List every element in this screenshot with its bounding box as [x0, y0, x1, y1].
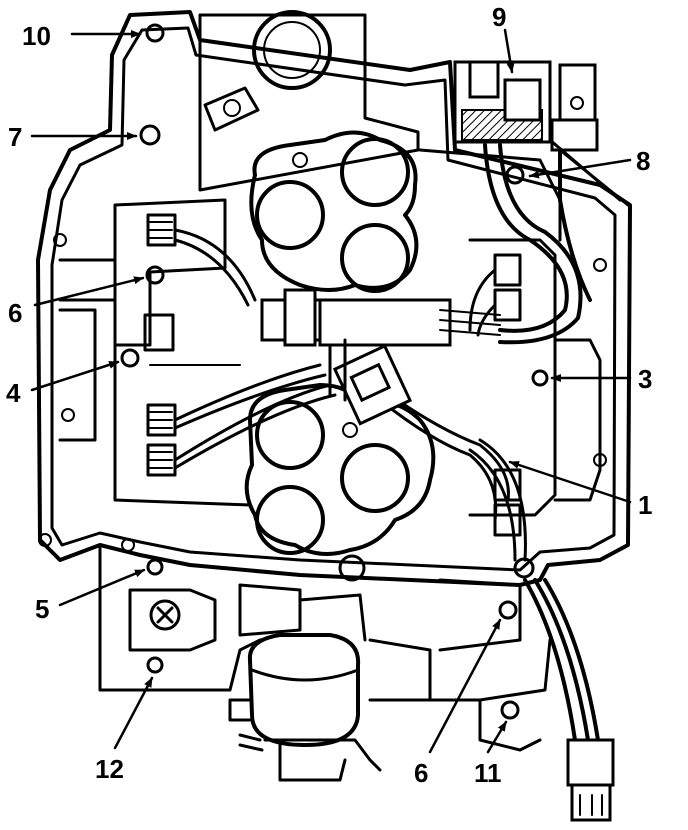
left-inner-frames [58, 198, 252, 507]
callout-9: 9 [492, 2, 506, 32]
leader-lines [30, 28, 632, 754]
callout-4: 4 [6, 378, 21, 408]
injectors [146, 213, 522, 537]
callout-5: 5 [35, 594, 49, 624]
lower-housing [98, 543, 552, 752]
idle-air-valve [228, 633, 382, 782]
wiring-harness [173, 143, 600, 742]
callout-labels: 10 9 7 8 6 4 3 1 5 12 6 11 [6, 2, 652, 788]
callout-11: 11 [474, 758, 502, 788]
callout-6-upper: 6 [8, 298, 22, 328]
fuel-fittings [453, 60, 630, 207]
callout-7: 7 [8, 122, 22, 152]
callout-10: 10 [22, 21, 51, 51]
callout-8: 8 [636, 146, 650, 176]
callout-12: 12 [95, 754, 124, 784]
upper-left-plate [198, 10, 420, 192]
callout-6-lower: 6 [414, 758, 428, 788]
center-harness-block [260, 288, 501, 426]
upper-port-cluster [249, 130, 419, 293]
bolt-holes [38, 23, 607, 720]
callout-3: 3 [638, 364, 652, 394]
bottom-connector [566, 738, 615, 822]
callout-1: 1 [638, 490, 652, 520]
